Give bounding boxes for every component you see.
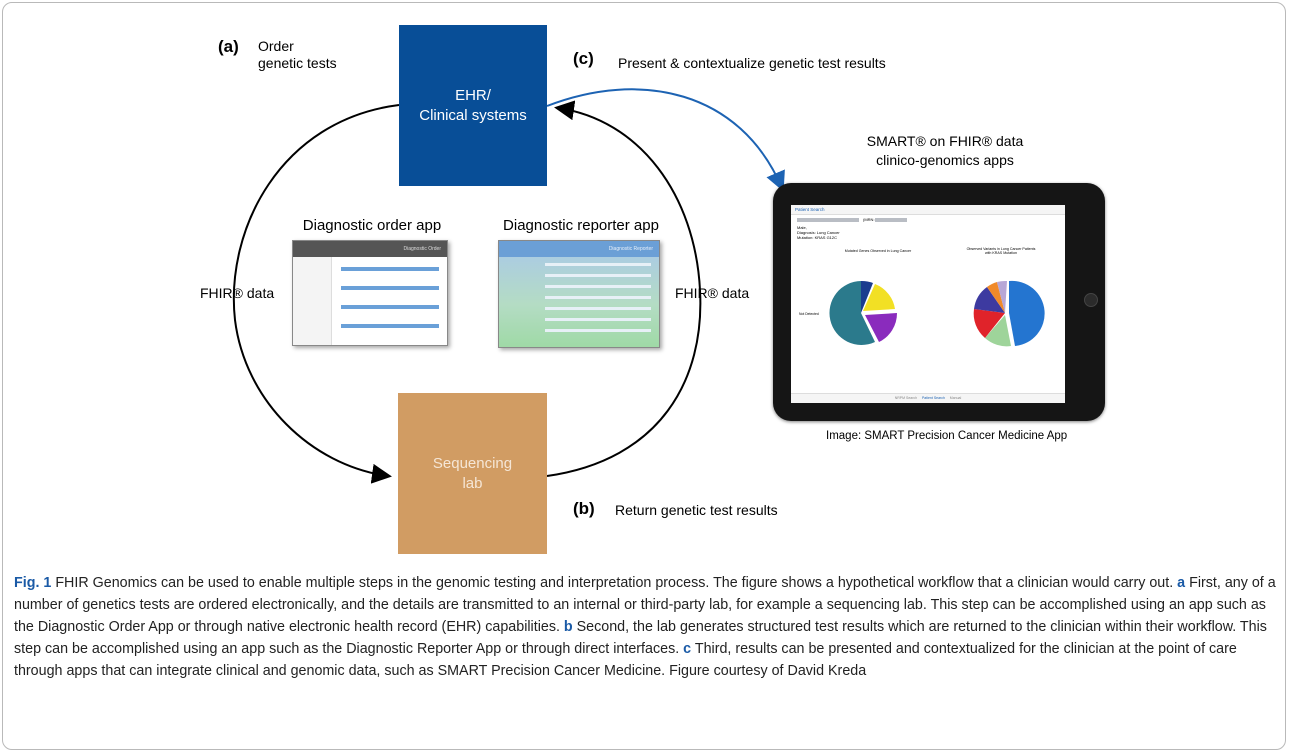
- label-a-text: Order genetic tests: [258, 38, 337, 71]
- tab-nrpm-search: NRPM Search: [894, 396, 918, 400]
- label-c-text: Present & contextualize genetic test res…: [618, 55, 886, 71]
- order-app-row: [341, 305, 439, 309]
- label-fhir-right: FHIR® data: [675, 285, 750, 301]
- reporter-app-screenshot: Diagnostic Reporter: [498, 240, 660, 348]
- ehr-box: EHR/ Clinical systems: [399, 25, 547, 186]
- reporter-app-row: [545, 263, 651, 266]
- pie-slice: [865, 313, 898, 342]
- label-a-letter: (a): [218, 37, 239, 56]
- caption-c-letter: c: [683, 641, 692, 657]
- smart-apps-title: SMART® on FHIR® data clinico-genomics ap…: [866, 133, 1024, 168]
- patient-name-redacted: [797, 218, 859, 222]
- pie-kras-variants: [973, 280, 1045, 347]
- mrn-label: (MRN:: [863, 217, 875, 222]
- arrow-lab-to-ehr: [546, 100, 702, 477]
- pie-slice: [861, 280, 873, 313]
- reporter-app-row: [545, 307, 651, 310]
- order-app-title: Diagnostic order app: [302, 217, 442, 234]
- caption-intro: FHIR Genomics can be used to enable mult…: [51, 575, 1178, 591]
- pie-slice: [829, 281, 875, 345]
- reporter-app-row: [545, 285, 651, 288]
- order-app-screenshot: Diagnostic Order: [292, 240, 448, 346]
- label-fhir-left: FHIR® data: [200, 285, 275, 301]
- order-app-sidebar: [293, 257, 332, 345]
- label-b-letter: (b): [573, 499, 595, 518]
- tablet-pie-charts: [829, 280, 1045, 347]
- tablet-device: Patient Search (MRN: Male, Diagnosis: Lu…: [773, 183, 1105, 421]
- pie-slice: [987, 282, 1005, 313]
- tablet-screen: Patient Search (MRN: Male, Diagnosis: Lu…: [791, 205, 1065, 403]
- not-detected-label: Not Detected: [799, 312, 819, 316]
- pie-slice: [863, 284, 895, 311]
- reporter-app-header: Diagnostic Reporter: [499, 241, 659, 257]
- caption-c-text: Third, results can be presented and cont…: [14, 641, 1237, 679]
- label-b: (b): [573, 500, 595, 518]
- caption-a-text: First, any of a number of genetics tests…: [14, 575, 1276, 635]
- order-app-row: [341, 267, 439, 271]
- pie-slice: [974, 287, 1005, 313]
- patient-line: Mutation: KRAS G12C: [797, 235, 838, 240]
- sequencing-lab-box: Sequencing lab: [398, 393, 547, 554]
- order-app-row: [341, 286, 439, 290]
- reporter-app-row: [545, 296, 651, 299]
- caption-fig-number: Fig. 1: [14, 575, 52, 591]
- tab-manual: Manual: [949, 396, 962, 400]
- workflow-arrows: [232, 88, 785, 484]
- pie-slice: [1009, 280, 1045, 346]
- arrow-ehr-to-lab: [232, 104, 400, 484]
- label-a: (a): [218, 38, 239, 56]
- patient-line: Male,: [797, 225, 807, 230]
- patient-info: Male, Diagnosis: Lung Cancer Mutation: K…: [797, 225, 840, 240]
- figure-caption: Fig. 1 FHIR Genomics can be used to enab…: [14, 572, 1276, 682]
- order-app-header: Diagnostic Order: [293, 241, 447, 257]
- label-c: (c): [573, 50, 594, 68]
- pie-slice: [985, 315, 1011, 347]
- pie-slice: [973, 309, 1005, 338]
- reporter-app-row: [545, 274, 651, 277]
- tab-patient-search: Patient Search: [921, 396, 945, 400]
- mrn-redacted: [875, 218, 907, 222]
- label-b-text: Return genetic test results: [615, 502, 778, 518]
- chart1-title: Mutated Genes Observed in Lung Cancer: [844, 249, 912, 253]
- reporter-app-row: [545, 329, 651, 332]
- pie-slice: [997, 280, 1007, 313]
- image-credit: Image: SMART Precision Cancer Medicine A…: [826, 430, 1068, 442]
- tablet-back-link: Patient Search: [791, 205, 1065, 215]
- pie-mutated-genes: [829, 280, 898, 345]
- caption-b-text: Second, the lab generates structured tes…: [14, 619, 1267, 657]
- reporter-app-title: Diagnostic reporter app: [503, 217, 659, 234]
- home-button-icon: [1084, 293, 1098, 307]
- label-c-letter: (c): [573, 49, 594, 68]
- patient-line: Diagnosis: Lung Cancer: [797, 230, 840, 235]
- caption-a-letter: a: [1177, 575, 1186, 591]
- caption-b-letter: b: [563, 619, 573, 635]
- reporter-app-row: [545, 318, 651, 321]
- order-app-row: [341, 324, 439, 328]
- tablet-tabbar: NRPM Search Patient Search Manual: [791, 393, 1065, 403]
- arrow-ehr-to-smart: [546, 88, 785, 192]
- chart2-title: Observed Variants in Lung Cancer Patient…: [966, 247, 1036, 255]
